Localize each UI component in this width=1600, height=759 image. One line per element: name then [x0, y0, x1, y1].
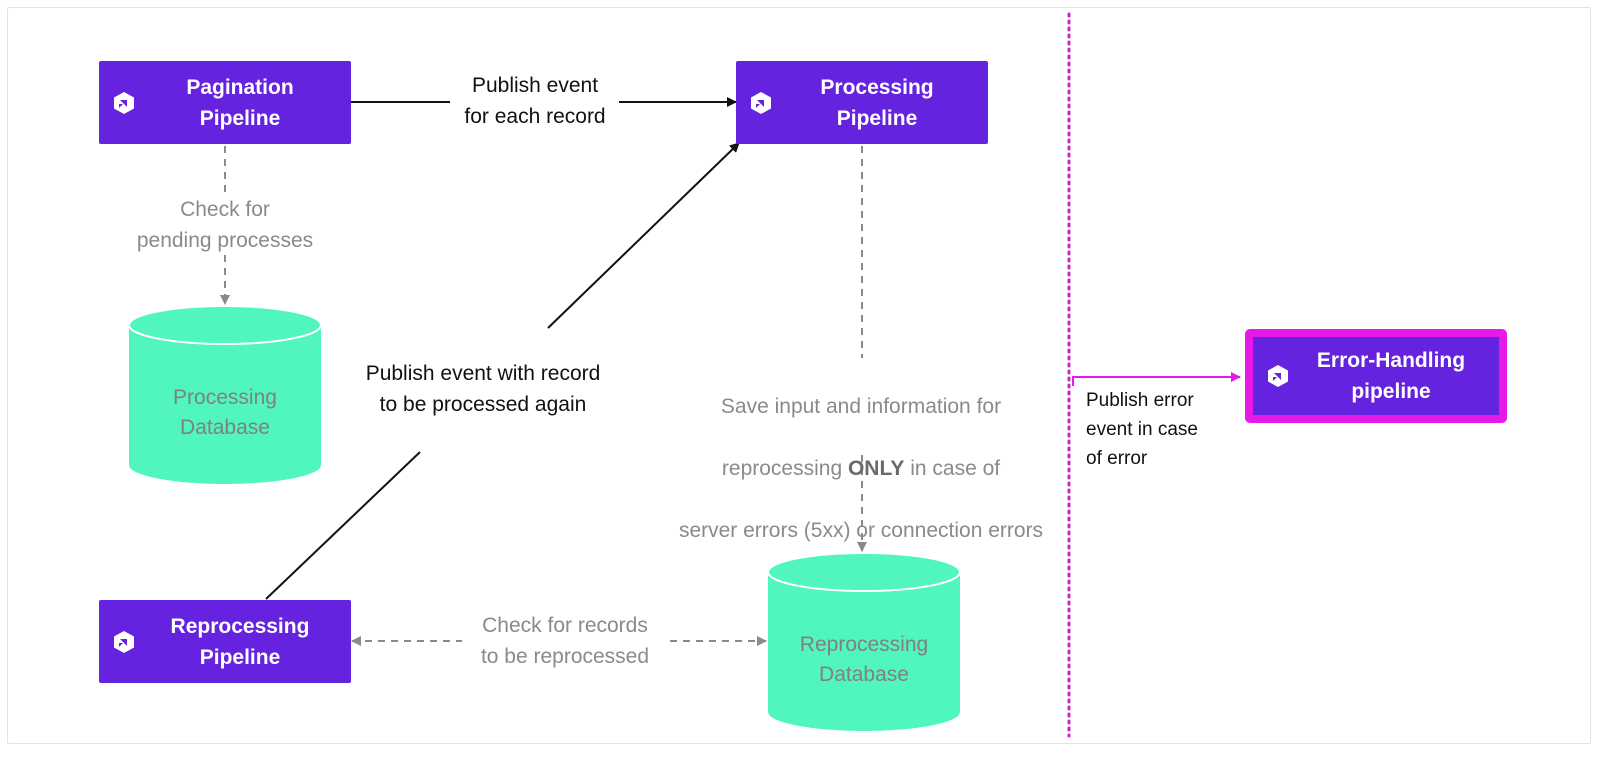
database-cylinder-icon [767, 552, 961, 731]
error-handling-pipeline-node[interactable]: Error-Handling pipeline [1245, 329, 1507, 423]
cube-logo-icon [751, 91, 771, 114]
reprocessing-pipeline-node[interactable]: Reprocessing Pipeline [99, 600, 351, 683]
check-records-label: Check for records to be reprocessed [480, 614, 650, 668]
save-input-line2-pre: reprocessing [721, 457, 848, 480]
database-cylinder-icon [128, 305, 322, 484]
save-input-line1: Save input and information for [720, 395, 1002, 418]
processing-pipeline-label: Processing Pipeline [820, 75, 934, 130]
pagination-pipeline-node[interactable]: Pagination Pipeline [99, 61, 351, 144]
publish-again-label: Publish event with record to be processe… [365, 362, 601, 416]
processing-database-label: Processing Database [173, 386, 277, 439]
cube-logo-icon [114, 91, 134, 114]
publish-each-record-label: Publish event for each record [464, 74, 606, 128]
reprocessing-database: Reprocessing Database [767, 552, 961, 732]
error-handling-pipeline-label: Error-Handling pipeline [1316, 349, 1466, 403]
save-input-label: Save input and information for reprocess… [660, 360, 1062, 577]
processing-pipeline-node[interactable]: Processing Pipeline [736, 61, 988, 144]
publish-error-label: Publish error event in case of error [1086, 390, 1198, 469]
save-input-only-emphasis: ONLY [847, 457, 905, 480]
processing-database: Processing Database [128, 305, 322, 485]
cube-logo-icon [1268, 365, 1288, 387]
save-input-line2: reprocessing ONLY in case of [660, 453, 1062, 484]
reprocessing-database-label: Reprocessing Database [799, 633, 929, 686]
reprocessing-pipeline-label: Reprocessing Pipeline [170, 614, 310, 669]
check-pending-label: Check for pending processes [136, 198, 314, 252]
edge-publish-error [1072, 372, 1241, 386]
cube-logo-icon [114, 630, 134, 653]
save-input-line3: server errors (5xx) or connection errors [678, 519, 1044, 542]
save-input-line2-post: in case of [904, 457, 1001, 480]
pagination-pipeline-label: Pagination Pipeline [186, 75, 294, 130]
edge-publish-again-a [265, 451, 421, 600]
edge-publish-again-b [547, 142, 740, 329]
diagram-frame [7, 7, 1591, 744]
